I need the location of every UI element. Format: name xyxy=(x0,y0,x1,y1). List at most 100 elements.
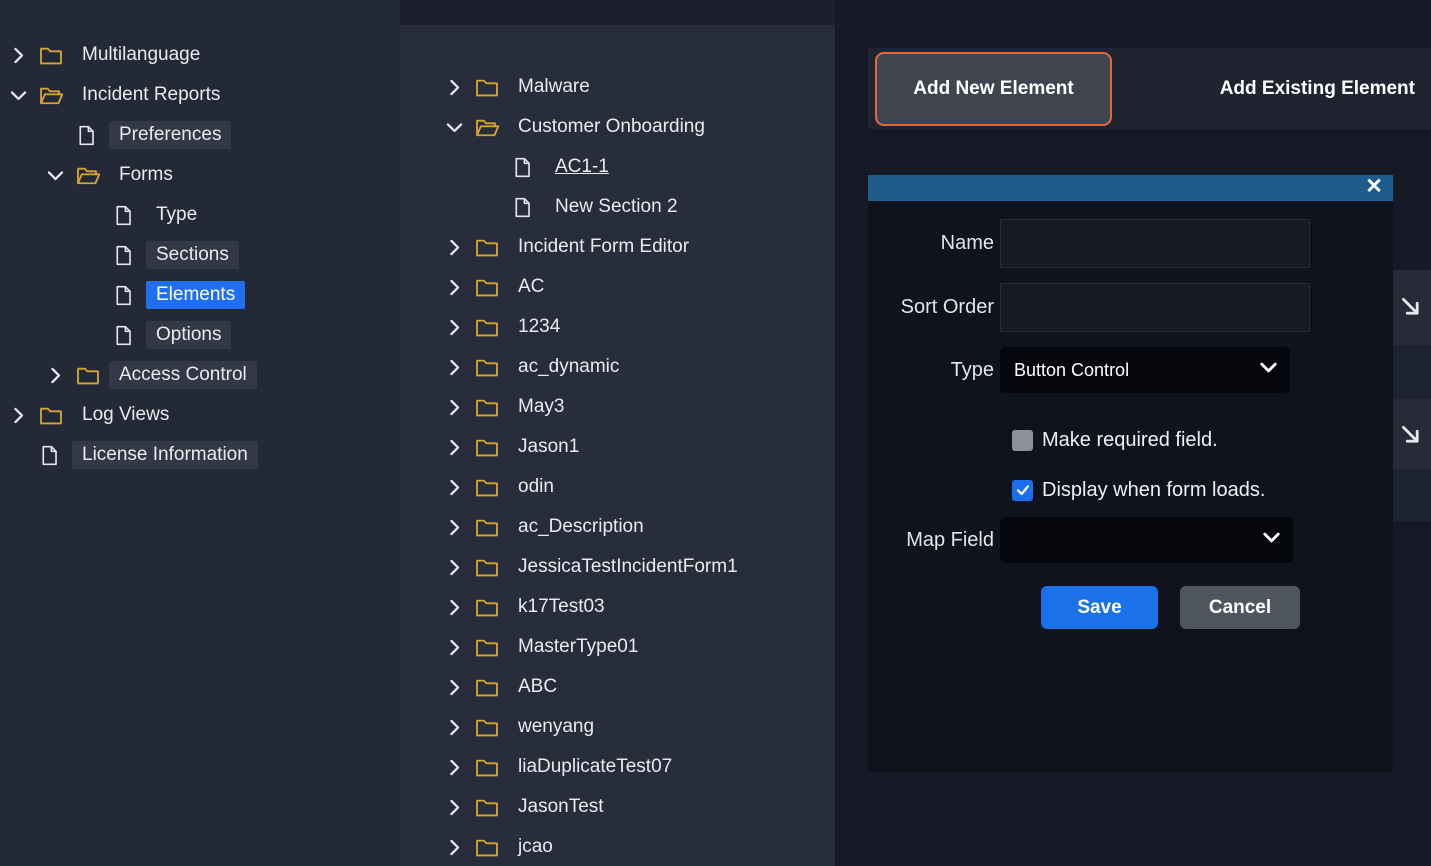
chevron-right-icon[interactable] xyxy=(444,437,474,458)
chevron-right-icon[interactable] xyxy=(444,597,474,618)
cancel-button[interactable]: Cancel xyxy=(1180,586,1300,629)
tree-item-1234[interactable]: 1234 xyxy=(400,307,835,347)
folder-open-icon xyxy=(474,114,508,140)
tree-item-malware[interactable]: Malware xyxy=(400,67,835,107)
tree-item-ac-description[interactable]: ac_Description xyxy=(400,507,835,547)
chevron-right-icon[interactable] xyxy=(444,837,474,858)
tree-item-jessicatestincidentform1[interactable]: JessicaTestIncidentForm1 xyxy=(400,547,835,587)
chevron-right-icon[interactable] xyxy=(444,397,474,418)
chevron-right-icon[interactable] xyxy=(8,405,38,426)
type-field-row: Type Button Control xyxy=(868,347,1290,393)
tree-item-type[interactable]: Type xyxy=(0,195,400,235)
chevron-right-icon[interactable] xyxy=(444,717,474,738)
tree-item-label: Incident Reports xyxy=(82,84,221,105)
sort-order-field-row: Sort Order xyxy=(868,283,1310,332)
tree-item-incident-form-editor[interactable]: Incident Form Editor xyxy=(400,227,835,267)
tree-item-label: ac_Description xyxy=(518,516,644,537)
folder-open-icon xyxy=(75,162,109,188)
name-field-row: Name xyxy=(868,219,1310,268)
make-required-label: Make required field. xyxy=(1042,428,1218,451)
tree-item-jason1[interactable]: Jason1 xyxy=(400,427,835,467)
tree-item-preferences[interactable]: Preferences xyxy=(0,115,400,155)
document-icon xyxy=(38,444,72,467)
tree-item-log-views[interactable]: Log Views xyxy=(0,395,400,435)
chevron-right-icon[interactable] xyxy=(444,277,474,298)
sort-order-input[interactable] xyxy=(1000,283,1310,332)
tree-item-label: Sections xyxy=(146,241,239,269)
tree-item-sections[interactable]: Sections xyxy=(0,235,400,275)
tree-item-label: ABC xyxy=(518,676,558,697)
display-on-load-checkbox[interactable] xyxy=(1012,479,1033,501)
tree-item-ac1-1[interactable]: AC1-1 xyxy=(400,147,835,187)
folder-icon xyxy=(474,554,508,580)
tree-item-ac-dynamic[interactable]: ac_dynamic xyxy=(400,347,835,387)
chevron-right-icon[interactable] xyxy=(444,77,474,98)
chevron-down-icon xyxy=(1260,526,1283,554)
tree-item-options[interactable]: Options xyxy=(0,315,400,355)
tree-item-mastertype01[interactable]: MasterType01 xyxy=(400,627,835,667)
tree-item-label: Type xyxy=(156,204,198,225)
make-required-checkbox[interactable] xyxy=(1012,429,1033,451)
tree-item-new-section-2[interactable]: New Section 2 xyxy=(400,187,835,227)
chevron-right-icon[interactable] xyxy=(444,357,474,378)
expand-arrow-icon[interactable] xyxy=(1397,293,1425,321)
tree-item-label: jcao xyxy=(518,836,553,857)
tab-add-existing-element[interactable]: Add Existing Element xyxy=(1220,48,1415,129)
chevron-right-icon[interactable] xyxy=(444,517,474,538)
save-button[interactable]: Save xyxy=(1041,586,1158,629)
chevron-right-icon[interactable] xyxy=(444,677,474,698)
tree-item-liaduplicatetest07[interactable]: liaDuplicateTest07 xyxy=(400,747,835,787)
chevron-right-icon[interactable] xyxy=(444,637,474,658)
tree-item-access-control[interactable]: Access Control xyxy=(0,355,400,395)
tree-item-forms[interactable]: Forms xyxy=(0,155,400,195)
map-field-select[interactable] xyxy=(1000,517,1293,563)
chevron-right-icon[interactable] xyxy=(444,317,474,338)
document-icon xyxy=(75,124,109,147)
sort-order-label: Sort Order xyxy=(900,296,994,318)
tree-item-customer-onboarding[interactable]: Customer Onboarding xyxy=(400,107,835,147)
tree-item-jcao[interactable]: jcao xyxy=(400,827,835,866)
tree-item-license-information[interactable]: License Information xyxy=(0,435,400,475)
tree-item-jasontest[interactable]: JasonTest xyxy=(400,787,835,827)
folder-icon xyxy=(474,794,508,820)
tree-item-wenyang[interactable]: wenyang xyxy=(400,707,835,747)
folder-icon xyxy=(474,754,508,780)
folder-open-icon xyxy=(38,82,72,108)
tree-item-abc[interactable]: ABC xyxy=(400,667,835,707)
tree-item-label: Preferences xyxy=(109,121,232,149)
chevron-down-icon[interactable] xyxy=(444,117,474,138)
tab-add-new-element[interactable]: Add New Element xyxy=(875,52,1112,126)
chevron-down-icon[interactable] xyxy=(45,165,75,186)
document-icon xyxy=(112,244,146,267)
tree-item-incident-reports[interactable]: Incident Reports xyxy=(0,75,400,115)
make-required-row: Make required field. xyxy=(1012,427,1218,453)
tree-item-label: License Information xyxy=(72,441,258,469)
tree-item-odin[interactable]: odin xyxy=(400,467,835,507)
chevron-right-icon[interactable] xyxy=(444,757,474,778)
folder-icon xyxy=(474,74,508,100)
folder-icon xyxy=(474,474,508,500)
type-select[interactable]: Button Control xyxy=(1000,347,1290,393)
tree-item-multilanguage[interactable]: Multilanguage xyxy=(0,35,400,75)
tree-item-label: Jason1 xyxy=(518,436,580,457)
tree-item-ac[interactable]: AC xyxy=(400,267,835,307)
chevron-right-icon[interactable] xyxy=(444,797,474,818)
close-icon[interactable]: ✕ xyxy=(1365,175,1383,198)
detail-panel: Add New Element Add Existing Element ✕ N… xyxy=(835,0,1431,866)
tree-item-elements[interactable]: Elements xyxy=(0,275,400,315)
tree-item-may3[interactable]: May3 xyxy=(400,387,835,427)
name-input[interactable] xyxy=(1000,219,1310,268)
folder-icon xyxy=(474,434,508,460)
chevron-right-icon[interactable] xyxy=(444,557,474,578)
expand-arrow-icon[interactable] xyxy=(1397,421,1425,449)
folder-icon xyxy=(474,594,508,620)
chevron-right-icon[interactable] xyxy=(8,45,38,66)
chevron-down-icon[interactable] xyxy=(8,85,38,106)
tree-item-label: May3 xyxy=(518,396,565,417)
display-on-load-label: Display when form loads. xyxy=(1042,478,1266,501)
chevron-right-icon[interactable] xyxy=(45,365,75,386)
tree-item-k17test03[interactable]: k17Test03 xyxy=(400,587,835,627)
chevron-right-icon[interactable] xyxy=(444,237,474,258)
chevron-right-icon[interactable] xyxy=(444,477,474,498)
